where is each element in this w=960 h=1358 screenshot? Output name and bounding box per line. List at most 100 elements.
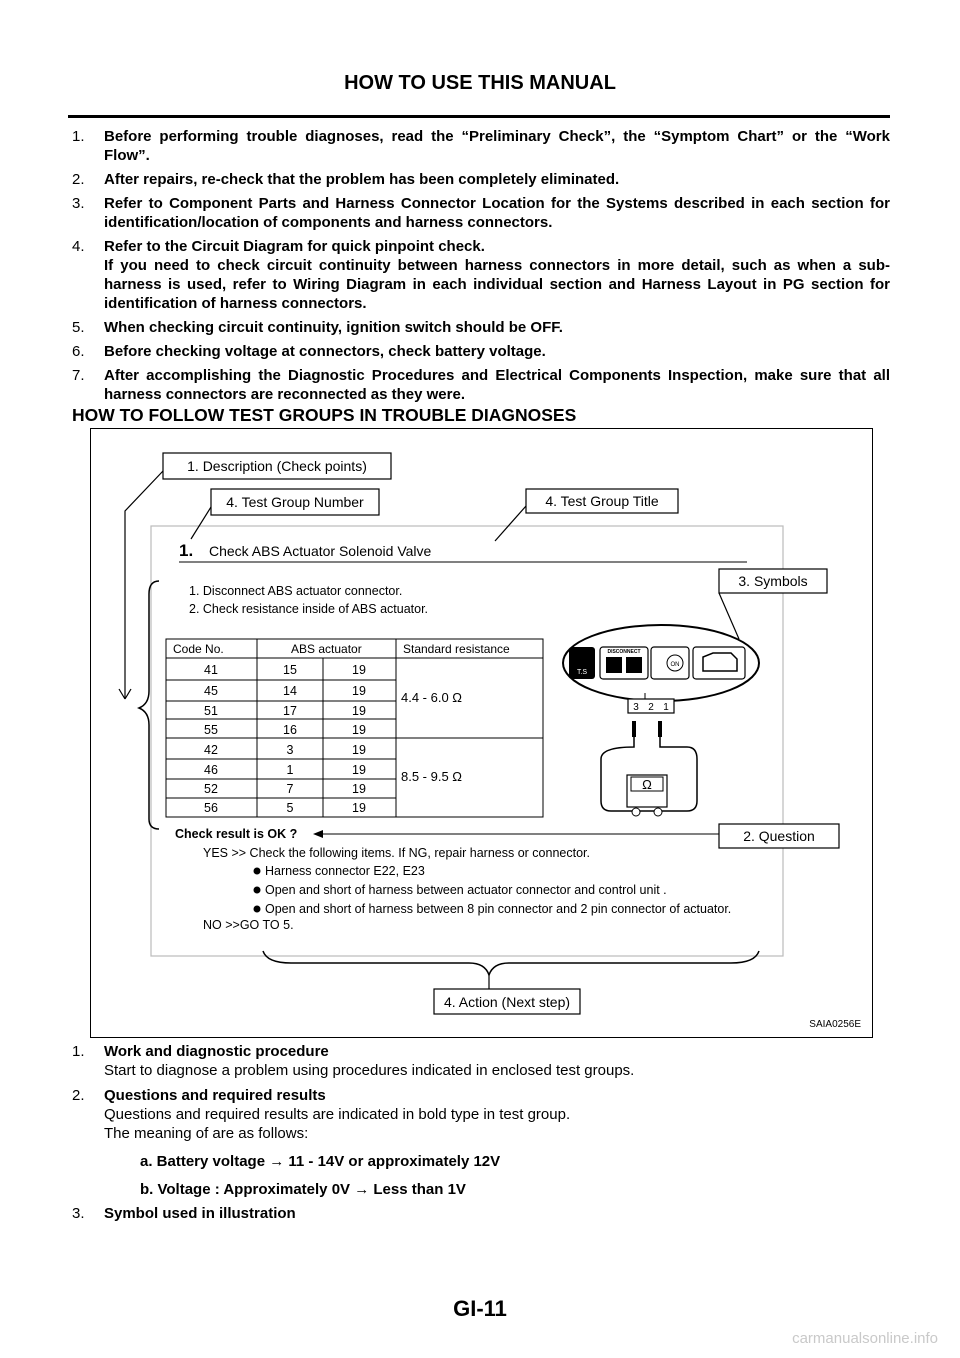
note-title: Symbol used in illustration (104, 1205, 296, 1222)
figure-drawing: 1. Description (Check points) 4. Test Gr… (118, 452, 861, 1030)
test-group-frame (150, 525, 784, 957)
test-group-figure: 1. Description (Check points) 4. Test Gr… (90, 428, 873, 1038)
probe-icon (632, 721, 636, 737)
connector-glyph (606, 657, 622, 673)
step-text: Before performing trouble diagnoses, rea… (104, 128, 890, 164)
table-cell: 1 (287, 763, 294, 777)
resistance-range: 8.5 - 9.5 Ω (401, 769, 462, 784)
no-line: NO >>GO TO 5. (203, 918, 294, 932)
header-rule (68, 115, 890, 118)
ignition-label: ON (671, 662, 680, 668)
note-title: Questions and required results (104, 1087, 326, 1104)
bullet-icon (253, 867, 261, 875)
callout-symbols-box (718, 568, 828, 594)
step-number: 4. (72, 238, 85, 255)
table-header: ABS actuator (291, 642, 362, 656)
note-title: Work and diagnostic procedure (104, 1043, 329, 1060)
table-cell: 19 (352, 763, 366, 777)
callout-symbols: 3. Symbols (738, 573, 807, 589)
table-cell: 14 (283, 684, 297, 698)
arrow-head (118, 688, 132, 700)
step-number: 3. (72, 195, 85, 212)
list-item: 1. Work and diagnostic procedure Start t… (72, 1042, 890, 1080)
note-number: 1. (72, 1043, 85, 1060)
connector-glyph (626, 657, 642, 673)
callout-action-box (433, 988, 581, 1015)
bullet-icon (253, 905, 261, 913)
minus-terminal-icon (653, 807, 663, 817)
probe-icon (658, 721, 662, 737)
notes-list: 1. Work and diagnostic procedure Start t… (72, 1042, 890, 1149)
step-number: 5. (72, 319, 85, 336)
list-item: 4. Refer to the Circuit Diagram for quic… (72, 237, 890, 313)
table-cell: 42 (204, 743, 218, 757)
leader-line (494, 505, 527, 542)
leader-line (718, 592, 740, 640)
table-cell: 19 (352, 782, 366, 796)
connector-box (627, 698, 675, 714)
table-cell: 19 (352, 684, 366, 698)
note-number: 2. (72, 1087, 85, 1104)
note-number: 3. (72, 1205, 85, 1222)
ohmmeter-display (630, 776, 664, 792)
callout-description: 1. Description (Check points) (187, 458, 367, 474)
section-title: HOW TO FOLLOW TEST GROUPS IN TROUBLE DIA… (72, 405, 577, 425)
bullet-text: Open and short of harness between actuat… (265, 883, 667, 897)
figure-code: SAIA0256E (809, 1019, 861, 1030)
table-cell: 41 (204, 663, 218, 677)
connector-pin: 1 (663, 702, 669, 713)
page-header: HOW TO USE THIS MANUAL (344, 72, 616, 94)
table-cell: 51 (204, 704, 218, 718)
bullet-text: Harness connector E22, E23 (265, 864, 425, 878)
leader-line (124, 470, 164, 699)
note-body: Work and diagnostic procedure Start to d… (104, 1042, 634, 1080)
table-cell: 3 (287, 743, 294, 757)
step-number: 1. (72, 128, 85, 145)
step-number: 2. (72, 171, 85, 188)
bullet-icon (253, 886, 261, 894)
example-line: a. Battery voltage → 11 - 14V or approxi… (140, 1153, 501, 1170)
engine-glyph (702, 652, 738, 672)
table-cell: 7 (287, 782, 294, 796)
connector-pin: 3 (633, 702, 639, 713)
list-item: 6. Before checking voltage at connectors… (72, 342, 890, 361)
table-cell: 5 (287, 801, 294, 815)
table-cell: 45 (204, 684, 218, 698)
step-number: 6. (72, 343, 85, 360)
step-text: When checking circuit continuity, igniti… (104, 319, 563, 336)
list-item: 7. After accomplishing the Diagnostic Pr… (72, 366, 890, 404)
table-cell: 52 (204, 782, 218, 796)
leader-line (190, 506, 212, 540)
step-text: After repairs, re-check that the problem… (104, 171, 620, 188)
step-text: After accomplishing the Diagnostic Proce… (104, 367, 890, 403)
step-text: Refer to Component Parts and Harness Con… (104, 195, 890, 231)
example-line: b. Voltage : Approximately 0V → Less tha… (140, 1181, 466, 1198)
step-number: 7. (72, 367, 85, 384)
table-cell: 19 (352, 801, 366, 815)
callout-action: 4. Action (Next step) (444, 994, 570, 1010)
brace (136, 580, 160, 830)
step-text: If you need to check circuit continuity … (104, 257, 890, 312)
bullet-text: Open and short of harness between 8 pin … (265, 902, 731, 916)
brace (262, 950, 760, 978)
callout-number-box (210, 488, 380, 516)
list-item: 2. After repairs, re-check that the prob… (72, 170, 890, 189)
disconnect-label: DISCONNECT (607, 649, 640, 655)
table-cell: 19 (352, 704, 366, 718)
page-number: GI-11 (453, 1296, 507, 1321)
table-cell: 46 (204, 763, 218, 777)
table-cell: 17 (283, 704, 297, 718)
callout-description-box (162, 452, 392, 480)
list-item: 5. When checking circuit continuity, ign… (72, 318, 890, 337)
ohm-symbol: Ω (642, 777, 652, 792)
step-text-block: Refer to the Circuit Diagram for quick p… (104, 237, 890, 313)
table-cell: 16 (283, 723, 297, 737)
test-group-title: Check ABS Actuator Solenoid Valve (209, 543, 432, 559)
list-item: 2. Questions and required results Questi… (72, 1086, 890, 1143)
example-block: a. Battery voltage → 11 - 14V or approxi… (140, 1152, 500, 1208)
yes-line: YES >> Check the following items. If NG,… (203, 846, 590, 860)
plus-terminal-icon (631, 807, 641, 817)
resistance-range: 4.4 - 6.0 Ω (401, 690, 462, 705)
step-text: Refer to the Circuit Diagram for quick p… (104, 238, 485, 255)
